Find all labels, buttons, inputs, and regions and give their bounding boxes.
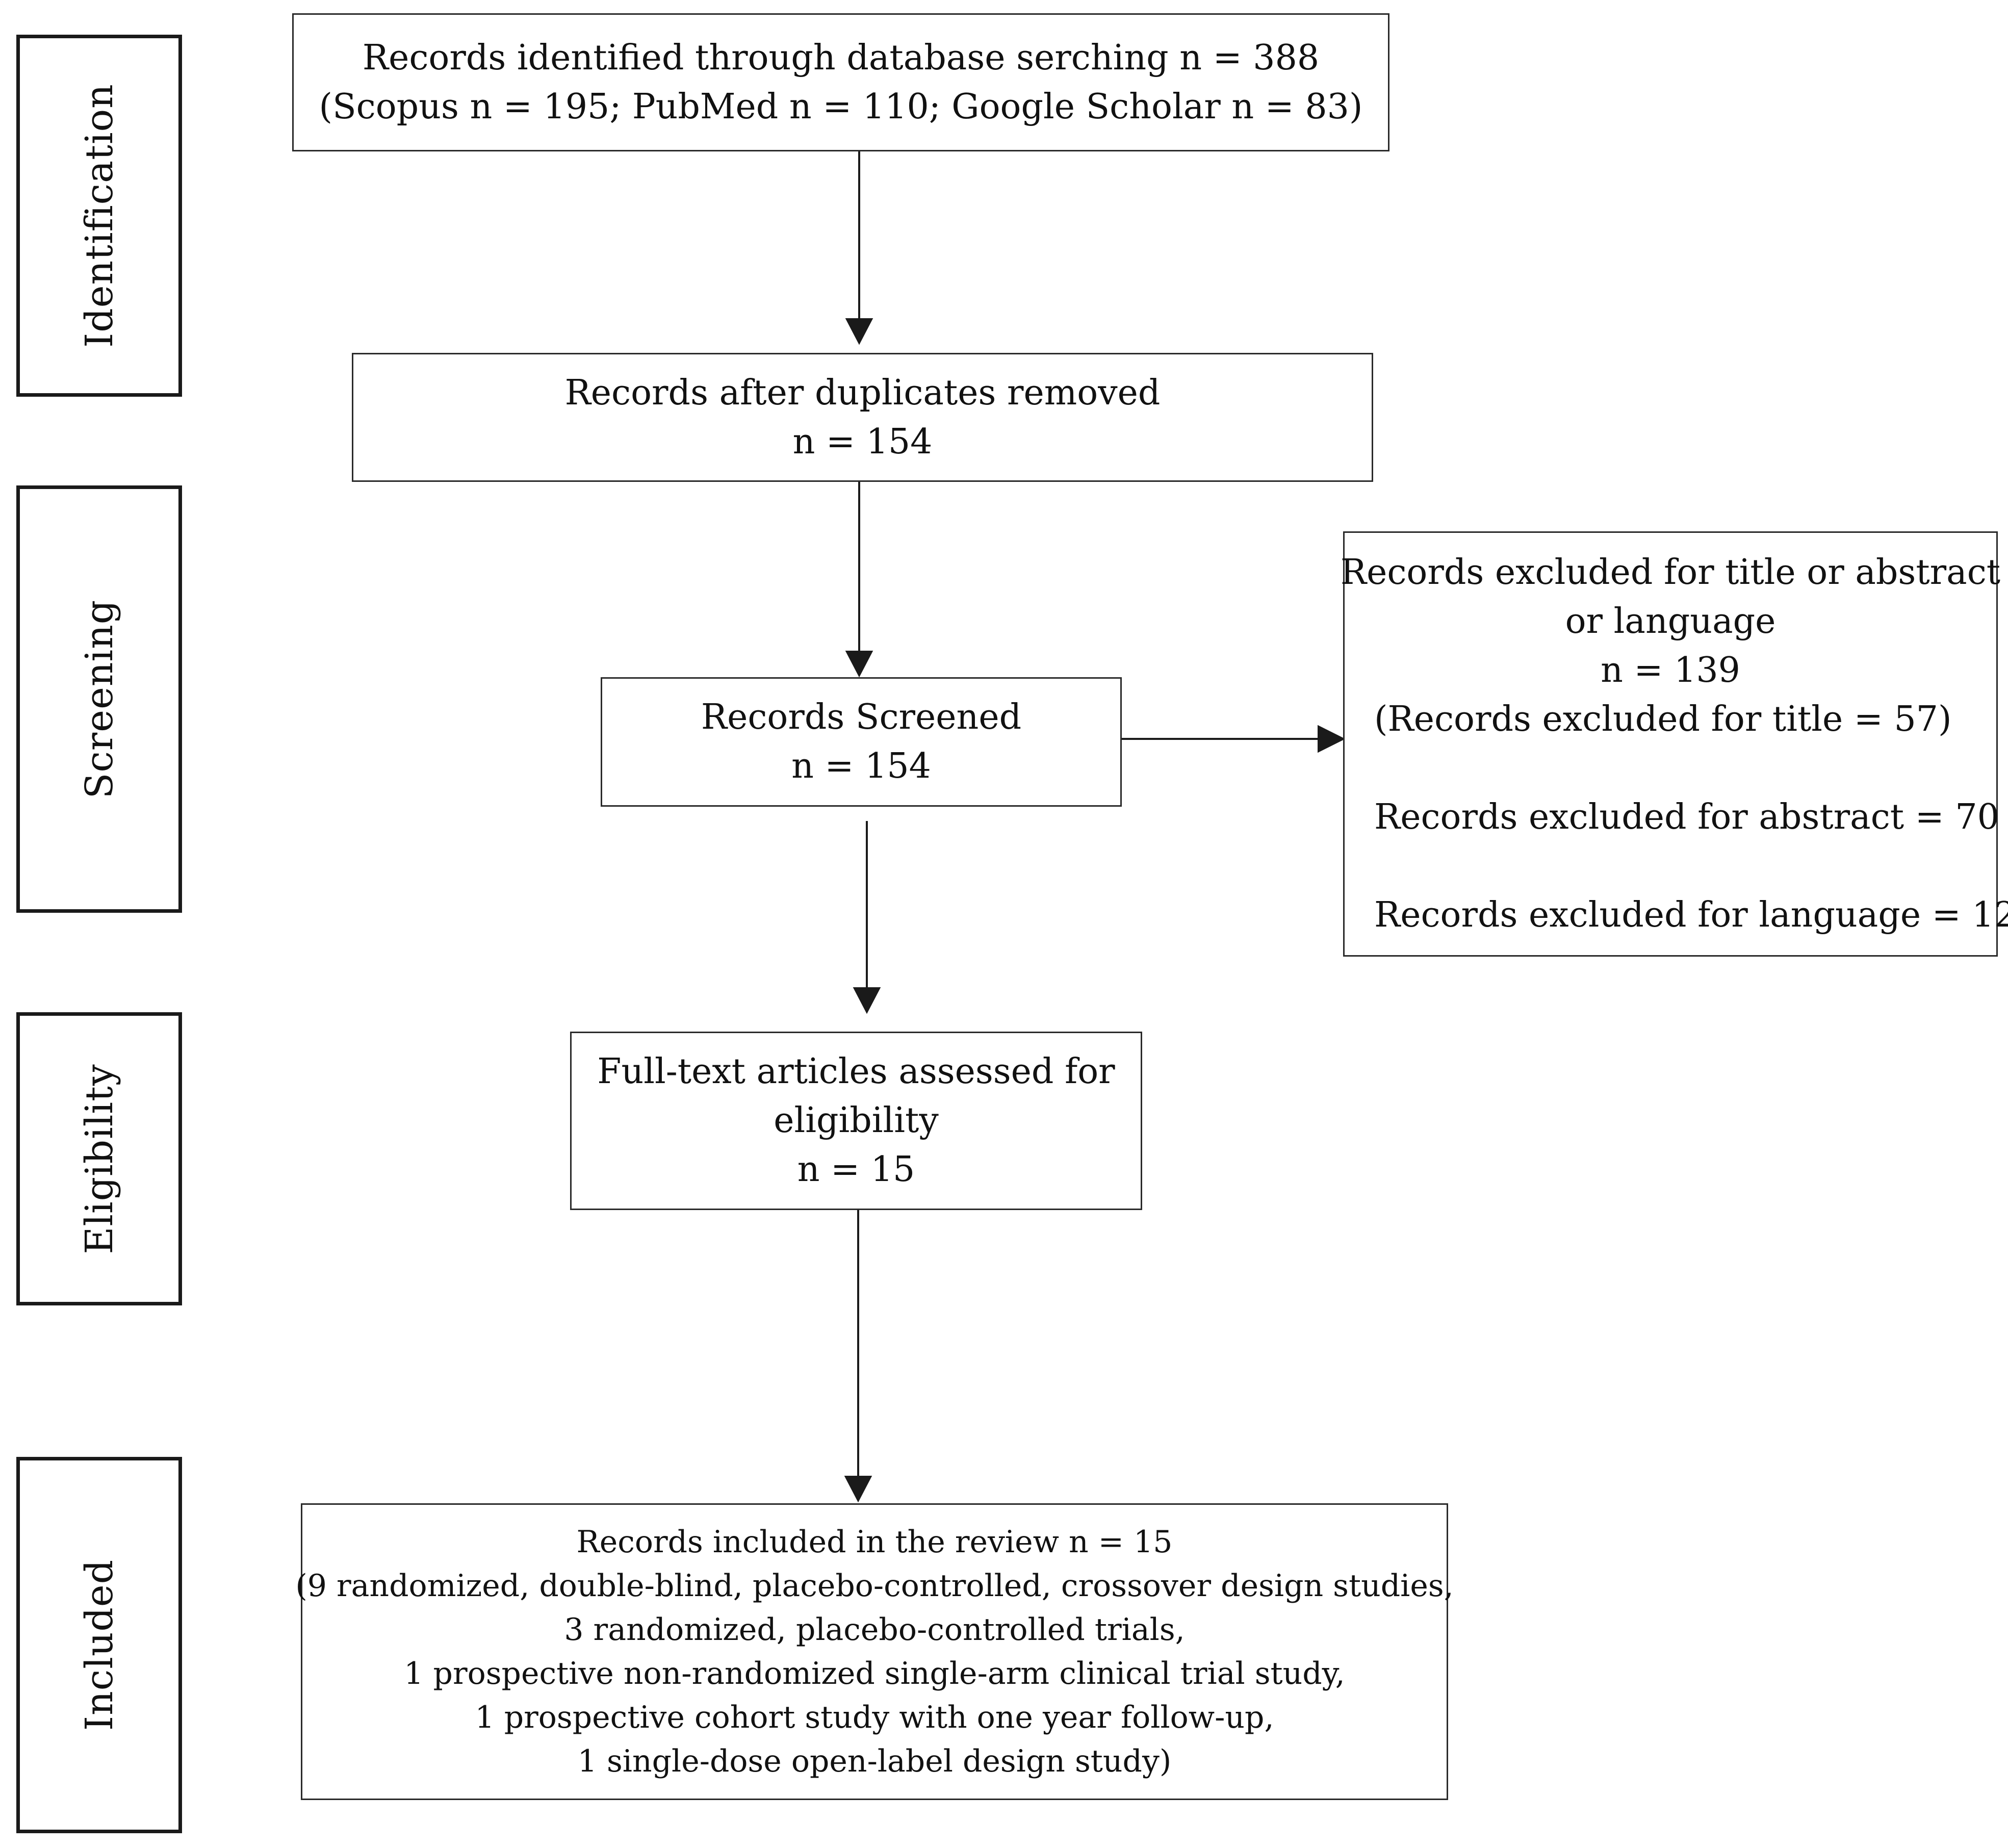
included-line-4: 1 prospective non-randomized single-arm …	[404, 1656, 1345, 1691]
eligibility-line-3: n = 15	[797, 1149, 915, 1190]
stage-screening: Screening	[16, 485, 182, 913]
screened-line-1: Records Screened	[701, 697, 1022, 737]
stage-identification: Identification	[16, 35, 182, 397]
included-line-2: (9 randomized, double-blind, placebo-con…	[295, 1568, 1454, 1604]
box-records-excluded: Records excluded for title or abstract o…	[1340, 531, 2008, 957]
excluded-line-6: Records excluded for language = 12)	[1374, 895, 2008, 935]
included-line-5: 1 prospective cohort study with one year…	[475, 1700, 1274, 1735]
box-duplicates-removed: Records after duplicates removed n = 154	[352, 353, 1373, 482]
stage-eligibility: Eligibility	[16, 1012, 182, 1305]
included-line-3: 3 randomized, placebo-controlled trials,	[564, 1612, 1185, 1648]
box-records-included: Records included in the review n = 15 (9…	[295, 1503, 1454, 1800]
arrowhead-screened-to-excluded	[1318, 725, 1346, 753]
arrowhead-eligibility-to-included	[844, 1476, 872, 1503]
arrowhead-screened-to-eligibility	[853, 987, 881, 1014]
included-line-1: Records included in the review n = 15	[576, 1524, 1173, 1560]
excluded-line-4: (Records excluded for title = 57)	[1374, 699, 1952, 739]
included-line-6: 1 single-dose open-label design study)	[577, 1743, 1172, 1779]
stage-included: Included	[16, 1457, 182, 1833]
duplicates-line-1: Records after duplicates removed	[564, 372, 1161, 413]
duplicates-line-2: n = 154	[792, 421, 933, 462]
arrowhead-duplicates-to-screened	[845, 651, 873, 678]
box-eligibility-assessed: Full-text articles assessed for eligibil…	[570, 1032, 1142, 1210]
excluded-line-1: Records excluded for title or abstract	[1340, 552, 2001, 593]
excluded-line-2: or language	[1565, 601, 1776, 641]
identified-line-1: Records identified through database serc…	[362, 37, 1320, 78]
excluded-line-5: Records excluded for abstract = 70	[1374, 797, 1999, 837]
box-records-identified: Records identified through database serc…	[292, 13, 1389, 151]
excluded-line-3: n = 139	[1601, 650, 1740, 690]
screened-line-2: n = 154	[791, 746, 931, 786]
arrowhead-identified-to-duplicates	[845, 318, 873, 345]
eligibility-line-2: eligibility	[774, 1100, 939, 1141]
box-records-screened: Records Screened n = 154	[601, 677, 1122, 807]
eligibility-line-1: Full-text articles assessed for	[597, 1051, 1115, 1092]
identified-line-2: (Scopus n = 195; PubMed n = 110; Google …	[319, 86, 1363, 127]
